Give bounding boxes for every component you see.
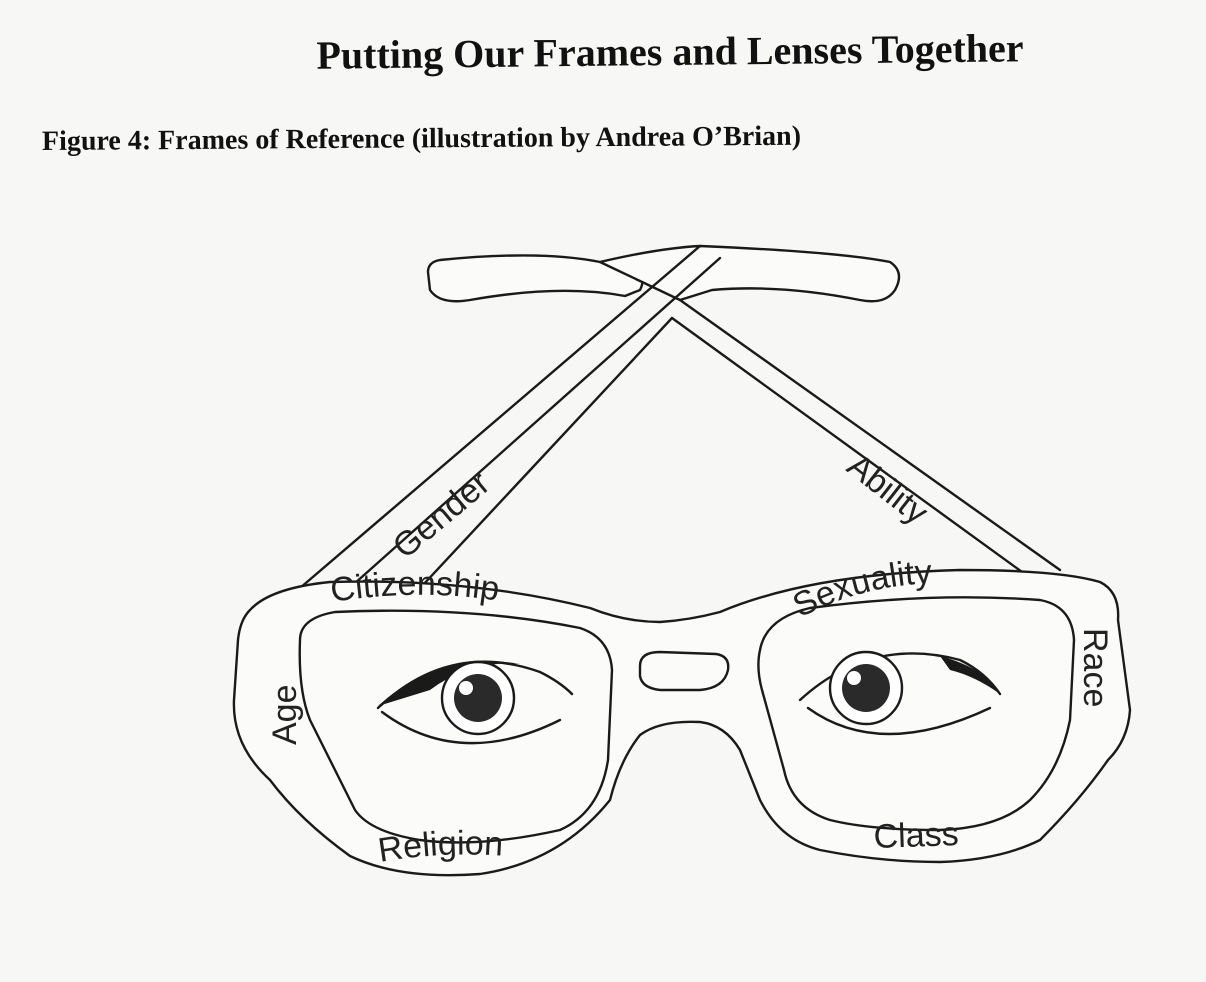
label-race: Race [1076, 628, 1114, 707]
label-religion: Religion [376, 824, 505, 869]
label-class: Class [873, 815, 959, 856]
temple-right-arm [598, 244, 1062, 587]
label-citizenship: Citizenship [328, 565, 502, 610]
label-gender: Gender [386, 464, 497, 566]
label-age: Age [266, 685, 304, 746]
right-eye-drawing [798, 650, 1002, 736]
nose-pad [638, 650, 730, 692]
label-ability: Ability [840, 446, 935, 532]
right-lens [757, 596, 1076, 832]
glasses-frame [232, 568, 1132, 877]
left-eye-drawing [376, 660, 574, 745]
